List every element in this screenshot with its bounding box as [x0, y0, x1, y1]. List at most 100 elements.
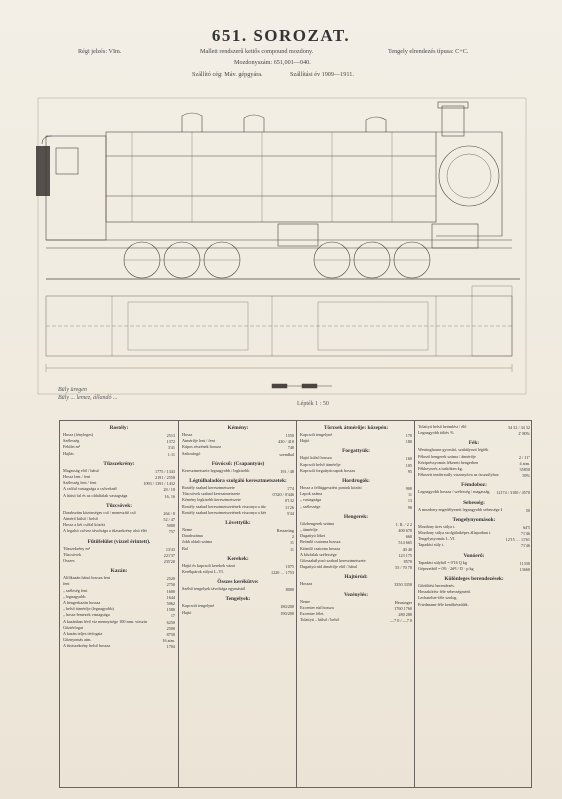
spec-value: 95 — [407, 468, 412, 474]
spec-value: Heusinger — [394, 599, 412, 605]
spec-value: 90 — [407, 504, 412, 510]
spec-label: Fékheyezés a tusköken kg. — [418, 467, 463, 471]
locomotive-numbers: Mozdonyszám: 651,001—040. — [234, 59, 311, 66]
section-title: Légtúlhaladóra szolgáló keresztmetszetek… — [189, 478, 287, 484]
spec-value: 1075 — [285, 563, 294, 569]
section-title: Fék: — [468, 440, 480, 447]
spec-label: Friedmann-féle kenőkészülék. — [418, 602, 469, 607]
spec-label: Hosszkötésr féle sebességmérő. — [418, 590, 472, 595]
spec-label: Neme — [300, 599, 310, 604]
spec-value: 2 — [291, 534, 294, 540]
spec-value: 180/200 — [280, 604, 294, 610]
spec-value: 1550 — [285, 433, 294, 438]
spec-label: Hossz a két csőfal között — [63, 523, 105, 528]
spec-label: Alfőkazán hátsó hossza lent — [63, 576, 110, 581]
spec-value: 50 — [525, 507, 530, 513]
section-title: Összes kerékütve: — [217, 579, 259, 586]
spec-value: 191 / 48 — [280, 468, 294, 474]
section-title: Törzsek átmérője: közepén: — [323, 425, 389, 431]
spec-value: 8750 — [166, 632, 175, 637]
spec-label: Fékező hengerek száma / átmérője — [418, 454, 476, 459]
spec-value: 71'46 — [520, 543, 530, 549]
spec-label: Mozdony üres súlya t. — [418, 524, 456, 529]
spec-value: 11 — [289, 546, 294, 552]
spec-column-3: Törzsek átmérője: közepén:Kapcsolt tenge… — [296, 421, 415, 787]
old-mark: Régi jelzés: VIm. — [78, 48, 122, 55]
spec-value: 11 — [407, 492, 412, 498]
spec-value: 2' 80% — [518, 431, 530, 437]
spec-value: 2750 — [166, 582, 175, 588]
axle-arrangement: Tengely elrendezés típusa: C+C. — [388, 48, 469, 55]
spec-value: 264 / 8 — [163, 510, 175, 516]
spec-label: A kazánban lévő víz mennyisége 100 mm. v… — [63, 619, 147, 624]
spec-value: 0'320 / 0'446 — [272, 492, 294, 498]
spec-value: 235'20 — [163, 559, 175, 564]
section-title: Kerekek: — [227, 555, 249, 562]
spec-label: Hajtó és kapcsolt kerekek vázai — [182, 563, 236, 568]
spec-label: Tűzcsövek szabad keresztmetszete — [182, 492, 241, 497]
spec-label: Lechatelier-féle szolog. — [418, 596, 458, 601]
spec-value: 1775 / 1343 — [154, 468, 175, 474]
spec-value: 5000 — [166, 523, 175, 529]
spec-value: 1704 — [166, 644, 175, 650]
delivery-year: Szállítási év 1909—1911. — [290, 71, 354, 78]
spec-label: „ szélessége — [300, 504, 321, 509]
spec-label: Átmérője lent / fent — [182, 439, 215, 444]
spec-value: 12'15 … 11'61 — [505, 537, 530, 543]
spec-label: Hajlás — [63, 451, 74, 456]
section-title: Különleges berendezések: — [444, 576, 504, 582]
spec-value: 2520 — [166, 576, 175, 582]
spec-label: Szélső tengelyek távolsága egymástól — [182, 587, 246, 592]
spec-label: Fékezett tenderssúly viszonyítva az össz… — [418, 473, 499, 478]
spec-value: 16 atm. — [162, 638, 175, 644]
section-title: Lövettyűk: — [225, 520, 251, 526]
spec-label: Dugattyú löket — [300, 534, 326, 539]
spec-label: Kézipréssyomás fékezett hengerben — [418, 460, 479, 465]
spec-label: „ átmérője — [300, 528, 318, 532]
spec-value: 514 665 — [398, 540, 412, 546]
spec-label: fent — [63, 582, 70, 587]
spec-label: Szélesség — [63, 439, 80, 444]
spec-value: 64'5 — [522, 524, 530, 530]
spec-label: Westinghouse gyorsító, szabályozó légfék — [418, 448, 489, 453]
supplier: Szállító cég: Máv. gépgyára. — [192, 71, 263, 78]
spec-label: Keresztmetszete legnagyobb / legkisebb — [182, 468, 250, 473]
spec-value: 1'74 — [286, 486, 294, 491]
spec-value: 40 40 — [402, 546, 412, 552]
spec-label: Rostély szabad keresztmetszete — [182, 486, 235, 490]
spec-value: 11 — [289, 540, 294, 546]
spec-value: 55 / 70 70 — [395, 565, 412, 571]
spec-value: 430 / 410 — [278, 439, 294, 445]
spec-label: A mozdony engedélyezett legnagyobb sebes… — [418, 507, 502, 512]
spec-label: Gőzszabályozó szabad keresztmetszete — [300, 559, 366, 563]
spec-label: Excenter rúd hossza — [300, 605, 334, 610]
section-title: Tűzcsövek: — [105, 502, 133, 509]
spec-label: Rostély szabad keresztmetszetének viszon… — [182, 510, 266, 515]
spec-value: I. II. / 2 2 — [396, 521, 412, 527]
spec-value: 12174 / 3100 / 4570 — [496, 490, 530, 496]
section-title: Hajtórúd: — [344, 574, 368, 581]
spec-value: 1600 — [166, 588, 175, 594]
spec-value: szendkal — [279, 451, 294, 457]
drawing-legend-1: Büly üregen — [58, 387, 87, 393]
section-title: Kazán: — [110, 568, 128, 575]
spec-label: Tűzszekrény m² — [63, 546, 90, 551]
spec-value: 900 — [405, 486, 412, 491]
spec-value: 3350 3350 — [394, 582, 412, 588]
spec-label: Gőzfűtési berendezés. — [418, 584, 455, 588]
section-title: Vonóerő: — [463, 552, 485, 559]
spec-value: 2191 / 2558 — [154, 475, 175, 480]
spec-value: 1580 — [166, 607, 175, 613]
spec-value: 16, 16 — [164, 493, 175, 499]
spec-label: Excenter félet. — [300, 612, 325, 616]
spec-label: Tolattyú belső beömlési / élő — [418, 425, 467, 429]
drawing-scale: Lépték 1 : 50 — [297, 401, 329, 407]
spec-label: Felület m² — [63, 445, 81, 450]
spec-value: 2513 — [166, 433, 175, 438]
spec-label: Tengelynyomás I.–VI. — [418, 537, 456, 542]
spec-label: A kazán teljes térfogata — [63, 632, 103, 636]
spec-value: 190/200 — [280, 610, 294, 616]
